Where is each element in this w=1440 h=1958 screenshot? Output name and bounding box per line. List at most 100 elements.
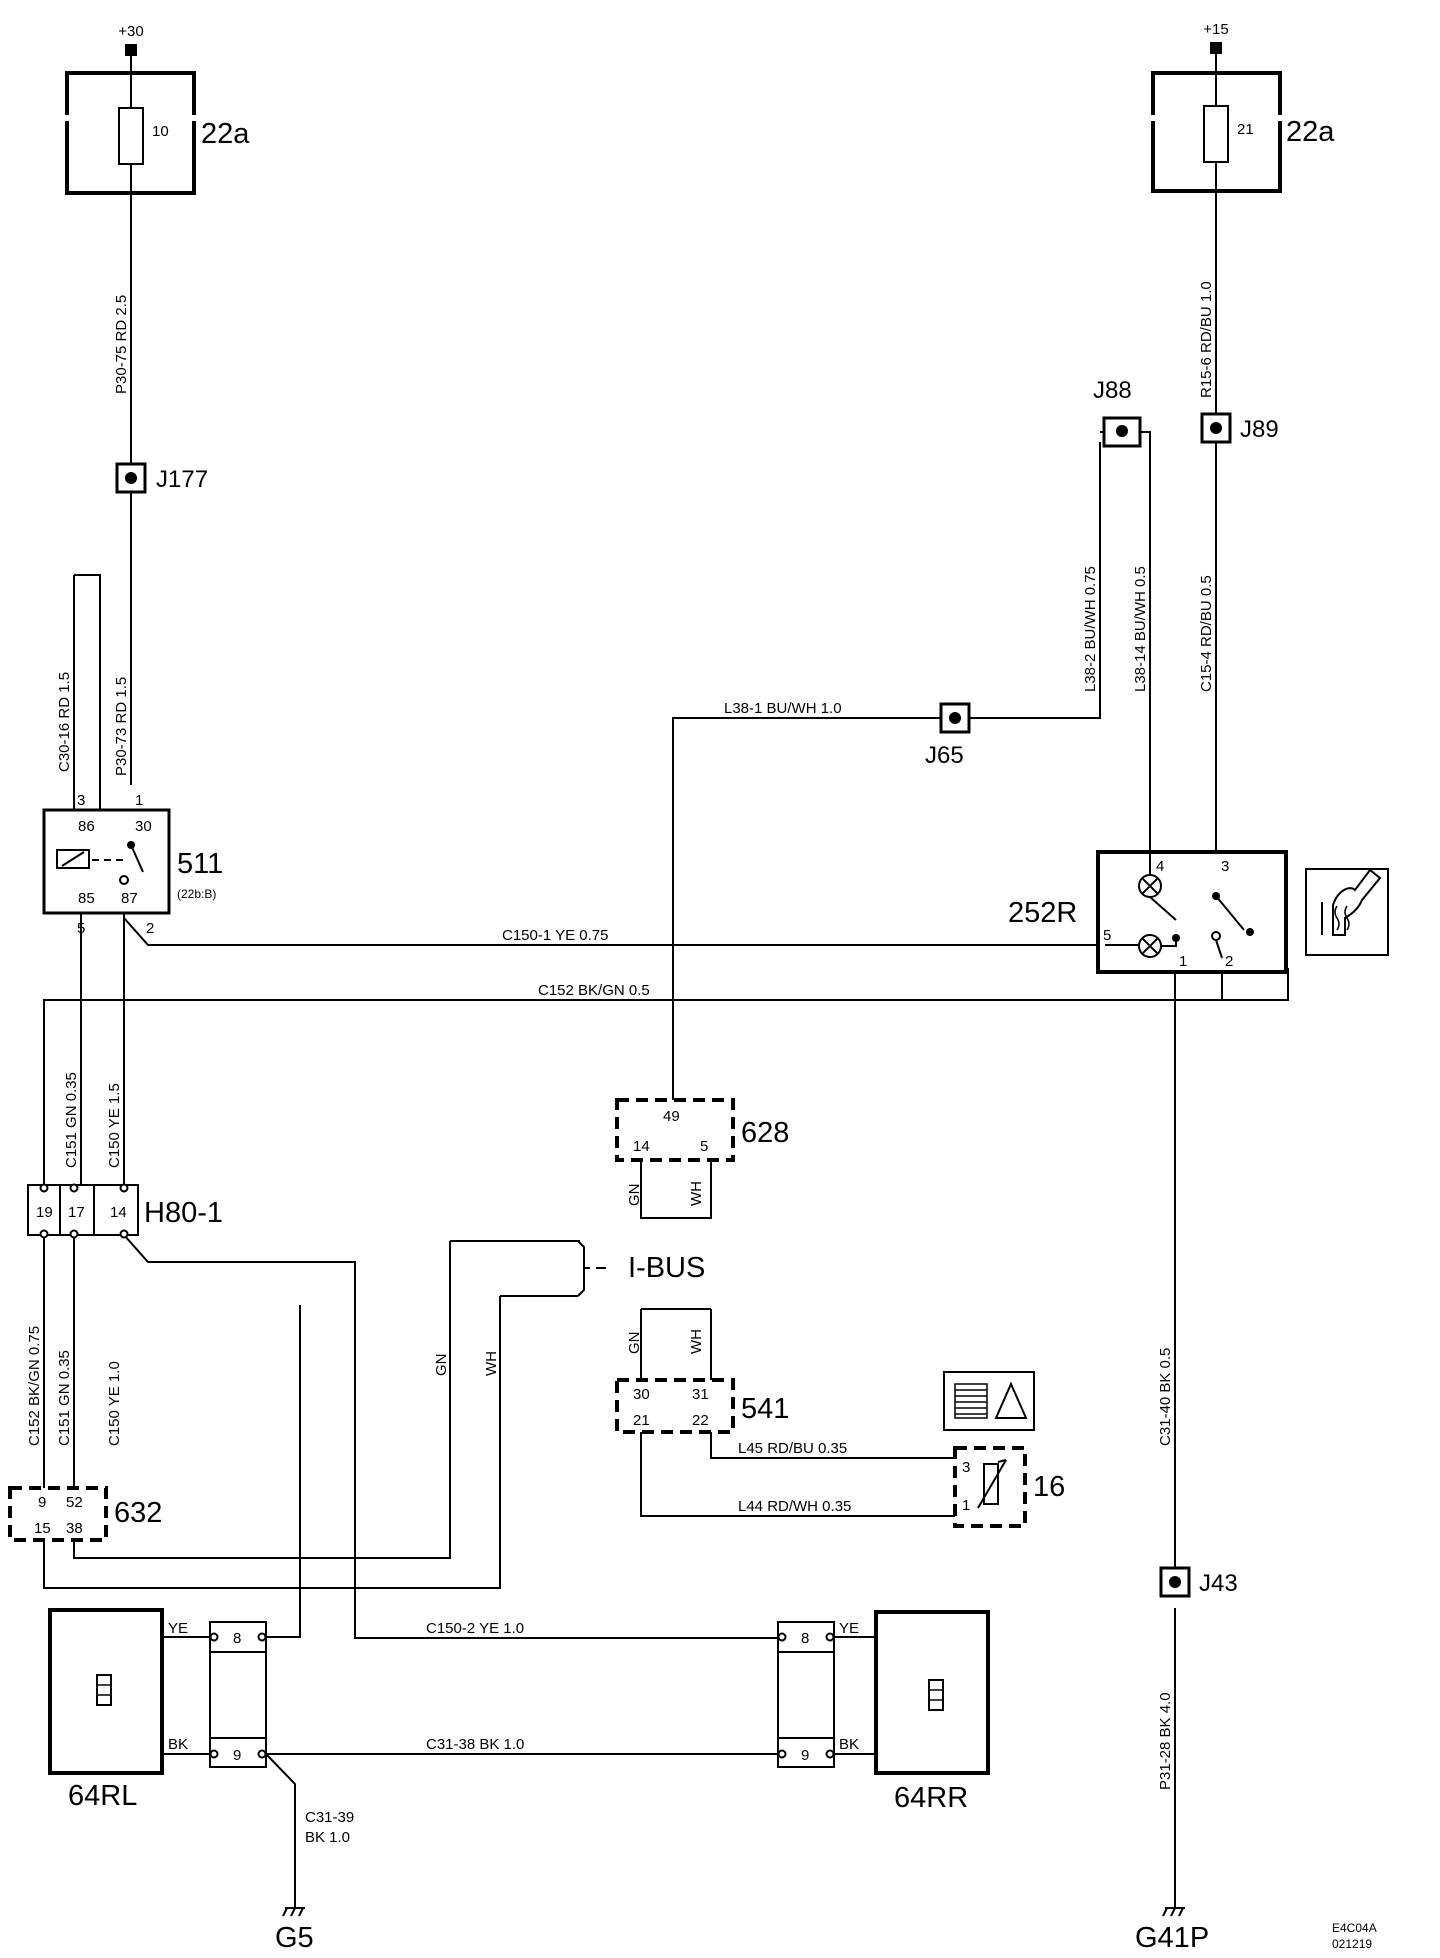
svg-text:9: 9 <box>233 1747 241 1764</box>
svg-text:19: 19 <box>36 1204 53 1221</box>
ground-g41p: G41P <box>1135 1907 1209 1954</box>
seat-heater-icon <box>1305 868 1389 956</box>
relay-sublabel: (22b:B) <box>177 887 216 901</box>
svg-text:52: 52 <box>66 1494 83 1511</box>
sensor-label: 16 <box>1033 1471 1065 1503</box>
junction-j43: J43 <box>1159 1566 1238 1598</box>
relay-label: 511 <box>177 848 223 880</box>
svg-text:38: 38 <box>66 1520 83 1537</box>
wire-label: L38-2 BU/WH 0.75 <box>1082 566 1099 692</box>
svg-text:21: 21 <box>633 1412 650 1429</box>
svg-text:WH: WH <box>483 1351 500 1376</box>
wire-label: C31-40 BK 0.5 <box>1157 1348 1174 1446</box>
svg-text:5: 5 <box>1103 927 1111 944</box>
supply-label-30: +30 <box>118 23 143 40</box>
ground-icon <box>1162 1907 1185 1917</box>
svg-text:49: 49 <box>663 1108 680 1125</box>
junction-j177: J177 <box>115 462 208 494</box>
junction-j65: J65 <box>925 702 971 769</box>
connector-left: 8 9 <box>209 1621 267 1768</box>
switch-box <box>1096 850 1288 974</box>
wire-label: C15-4 RD/BU 0.5 <box>1198 575 1215 692</box>
svg-text:86: 86 <box>78 818 95 835</box>
connector-right: 8 9 <box>777 1621 835 1768</box>
heating-element-icon <box>96 1674 112 1706</box>
svg-text:BK: BK <box>168 1736 188 1753</box>
svg-text:17: 17 <box>68 1204 85 1221</box>
svg-text:30: 30 <box>135 818 152 835</box>
wire-label: C150-1 YE 0.75 <box>502 927 608 944</box>
svg-text:J65: J65 <box>925 742 964 769</box>
module-label: 632 <box>114 1497 162 1529</box>
svg-text:2: 2 <box>1225 953 1233 970</box>
wire-label: C150 YE 1.5 <box>106 1083 123 1168</box>
svg-text:4: 4 <box>1156 858 1164 875</box>
ibus: I-BUS GN WH GN WH GN WH <box>433 1181 705 1376</box>
svg-text:3: 3 <box>1221 858 1229 875</box>
svg-text:1: 1 <box>135 792 143 809</box>
wire-label: C30-16 RD 1.5 <box>56 672 73 772</box>
svg-text:8: 8 <box>801 1630 809 1647</box>
ground-label: G41P <box>1135 1922 1209 1954</box>
wire-label: R15-6 RD/BU 1.0 <box>1198 281 1215 398</box>
heater-64rr: 64RR YE BK <box>839 1610 990 1814</box>
heating-element-icon <box>928 1679 944 1711</box>
wire-label: C150-2 YE 1.0 <box>426 1620 524 1637</box>
svg-text:31: 31 <box>692 1386 709 1403</box>
supply-terminals: +30 +15 <box>118 21 1229 56</box>
fuse-right: 21 22a <box>1150 48 1335 193</box>
fuse-element <box>1203 105 1229 163</box>
svg-text:GN: GN <box>626 1184 643 1207</box>
wire-label: L38-14 BU/WH 0.5 <box>1132 566 1149 692</box>
heater-64rl: 64RL YE BK <box>48 1608 188 1812</box>
svg-text:GN: GN <box>626 1332 643 1355</box>
svg-text:J88: J88 <box>1093 377 1132 404</box>
svg-text:5: 5 <box>77 920 85 937</box>
svg-text:YE: YE <box>839 1620 859 1637</box>
ibus-label: I-BUS <box>628 1252 705 1284</box>
svg-text:1: 1 <box>1179 953 1187 970</box>
wire-labels: P30-75 RD 2.5 R15-6 RD/BU 1.0 C30-16 RD … <box>26 281 1215 1846</box>
switch-label: 252R <box>1008 897 1077 929</box>
svg-text:9: 9 <box>38 1494 46 1511</box>
svg-text:BK: BK <box>839 1736 859 1753</box>
heater-label: 64RR <box>894 1782 968 1814</box>
wire-label: C152 BK/GN 0.75 <box>26 1326 43 1446</box>
indicator-lamp-icon <box>1138 874 1162 898</box>
svg-text:J43: J43 <box>1199 1570 1238 1597</box>
svg-text:J89: J89 <box>1240 416 1279 443</box>
svg-text:22: 22 <box>692 1412 709 1429</box>
ground-label: G5 <box>275 1922 314 1954</box>
svg-text:8: 8 <box>233 1630 241 1647</box>
fuse-label: 22a <box>201 118 250 150</box>
connector-label: H80-1 <box>144 1197 223 1229</box>
svg-text:14: 14 <box>110 1204 127 1221</box>
svg-text:3: 3 <box>962 1459 970 1476</box>
ground-g5: G5 <box>275 1907 314 1954</box>
wire-label: C31-39 <box>305 1809 354 1826</box>
svg-text:5: 5 <box>700 1138 708 1155</box>
supply-label-15: +15 <box>1203 21 1228 38</box>
fuse-label: 22a <box>1286 116 1335 148</box>
svg-text:WH: WH <box>688 1181 705 1206</box>
wire-label: L44 RD/WH 0.35 <box>738 1498 851 1515</box>
module-label: 628 <box>741 1117 789 1149</box>
heater-label: 64RL <box>68 1780 137 1812</box>
svg-text:1: 1 <box>962 1497 970 1514</box>
ground-icon <box>282 1907 305 1917</box>
svg-text:GN: GN <box>433 1354 450 1377</box>
svg-text:85: 85 <box>78 890 95 907</box>
module-label: 541 <box>741 1393 789 1425</box>
climate-panel-icon <box>943 1371 1035 1431</box>
wires <box>43 48 1289 1908</box>
wire-label: C151 GN 0.35 <box>63 1072 80 1168</box>
wire-label: P30-75 RD 2.5 <box>113 295 130 394</box>
wire-label: L45 RD/BU 0.35 <box>738 1440 847 1457</box>
wire-label: C151 GN 0.35 <box>56 1350 73 1446</box>
switch-252r: 4 3 5 1 2 252R <box>1008 850 1389 974</box>
wire-label: C150 YE 1.0 <box>106 1361 123 1446</box>
svg-text:YE: YE <box>168 1620 188 1637</box>
fuse-number: 10 <box>152 123 169 140</box>
relay-511: 86 30 85 87 3 1 5 2 511 (22b:B) <box>42 792 223 937</box>
